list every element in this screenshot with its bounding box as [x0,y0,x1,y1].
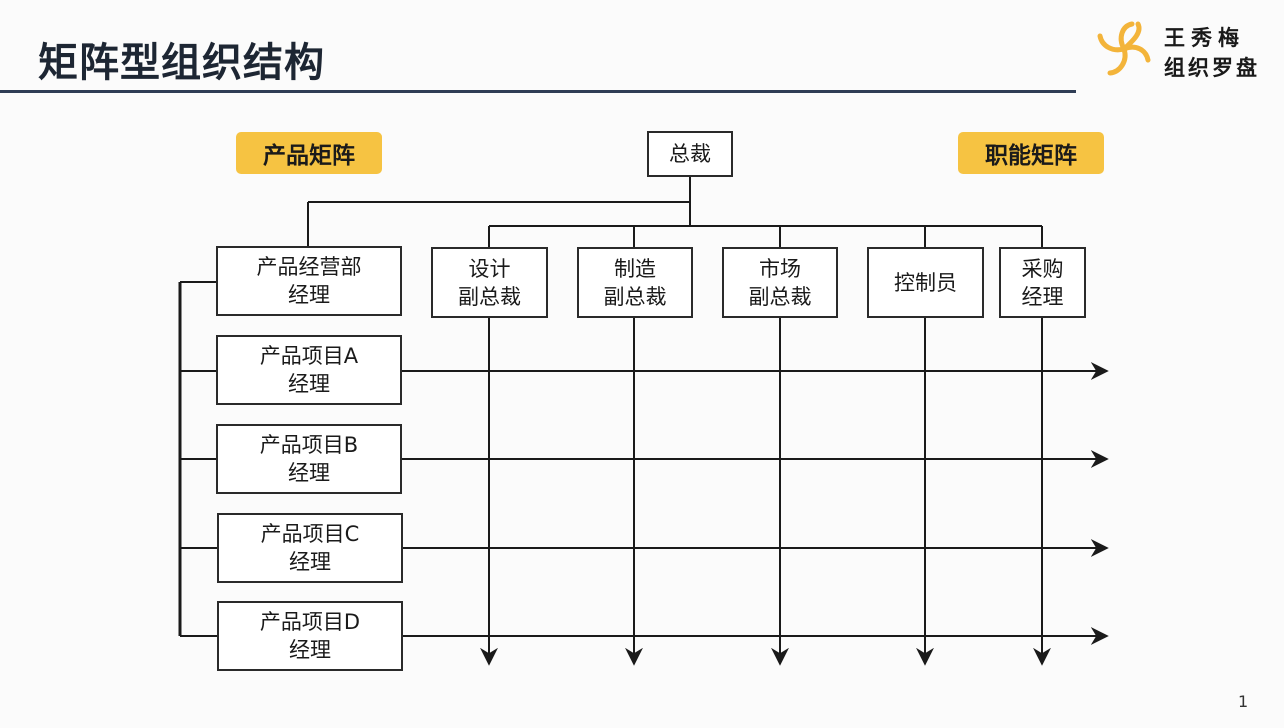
product-ops-manager-label: 产品经营部 经理 [256,255,362,307]
functional-matrix-tag: 职能矩阵 [958,132,1104,174]
procurement-manager-label: 采购 经理 [1021,256,1064,309]
controller-label: 控制员 [894,270,957,295]
product-ops-manager-box: 产品经营部 经理 [216,246,402,316]
manufacturing-vp-label: 制造 副总裁 [603,256,667,309]
logo-name: 王秀梅 [1164,25,1245,50]
marketing-vp-box: 市场 副总裁 [722,247,838,318]
marketing-vp-label: 市场 副总裁 [748,256,812,309]
project-c-manager-box: 产品项目C 经理 [217,513,403,583]
project-b-manager-label: 产品项目B 经理 [259,433,359,485]
design-vp-box: 设计 副总裁 [431,247,548,318]
page-number: 1 [1238,692,1249,711]
project-d-manager-box: 产品项目D 经理 [217,601,403,671]
manufacturing-vp-box: 制造 副总裁 [577,247,693,318]
title-divider [0,90,1076,93]
logo-subtitle: 组织罗盘 [1164,55,1260,80]
ceo-box: 总裁 [647,131,733,177]
project-a-manager-box: 产品项目A 经理 [216,335,402,405]
ceo-label: 总裁 [669,142,711,166]
controller-box: 控制员 [867,247,984,318]
page-title: 矩阵型组织结构 [38,40,325,86]
flower-logo-icon [1097,21,1151,76]
project-a-manager-label: 产品项目A 经理 [259,344,359,396]
project-b-manager-box: 产品项目B 经理 [216,424,402,494]
product-matrix-tag: 产品矩阵 [236,132,382,174]
brand-logo: 王秀梅 组织罗盘 [1092,18,1278,80]
design-vp-label: 设计 副总裁 [458,256,521,309]
project-c-manager-label: 产品项目C 经理 [260,522,360,574]
project-d-manager-label: 产品项目D 经理 [259,610,361,662]
procurement-manager-box: 采购 经理 [999,247,1086,318]
